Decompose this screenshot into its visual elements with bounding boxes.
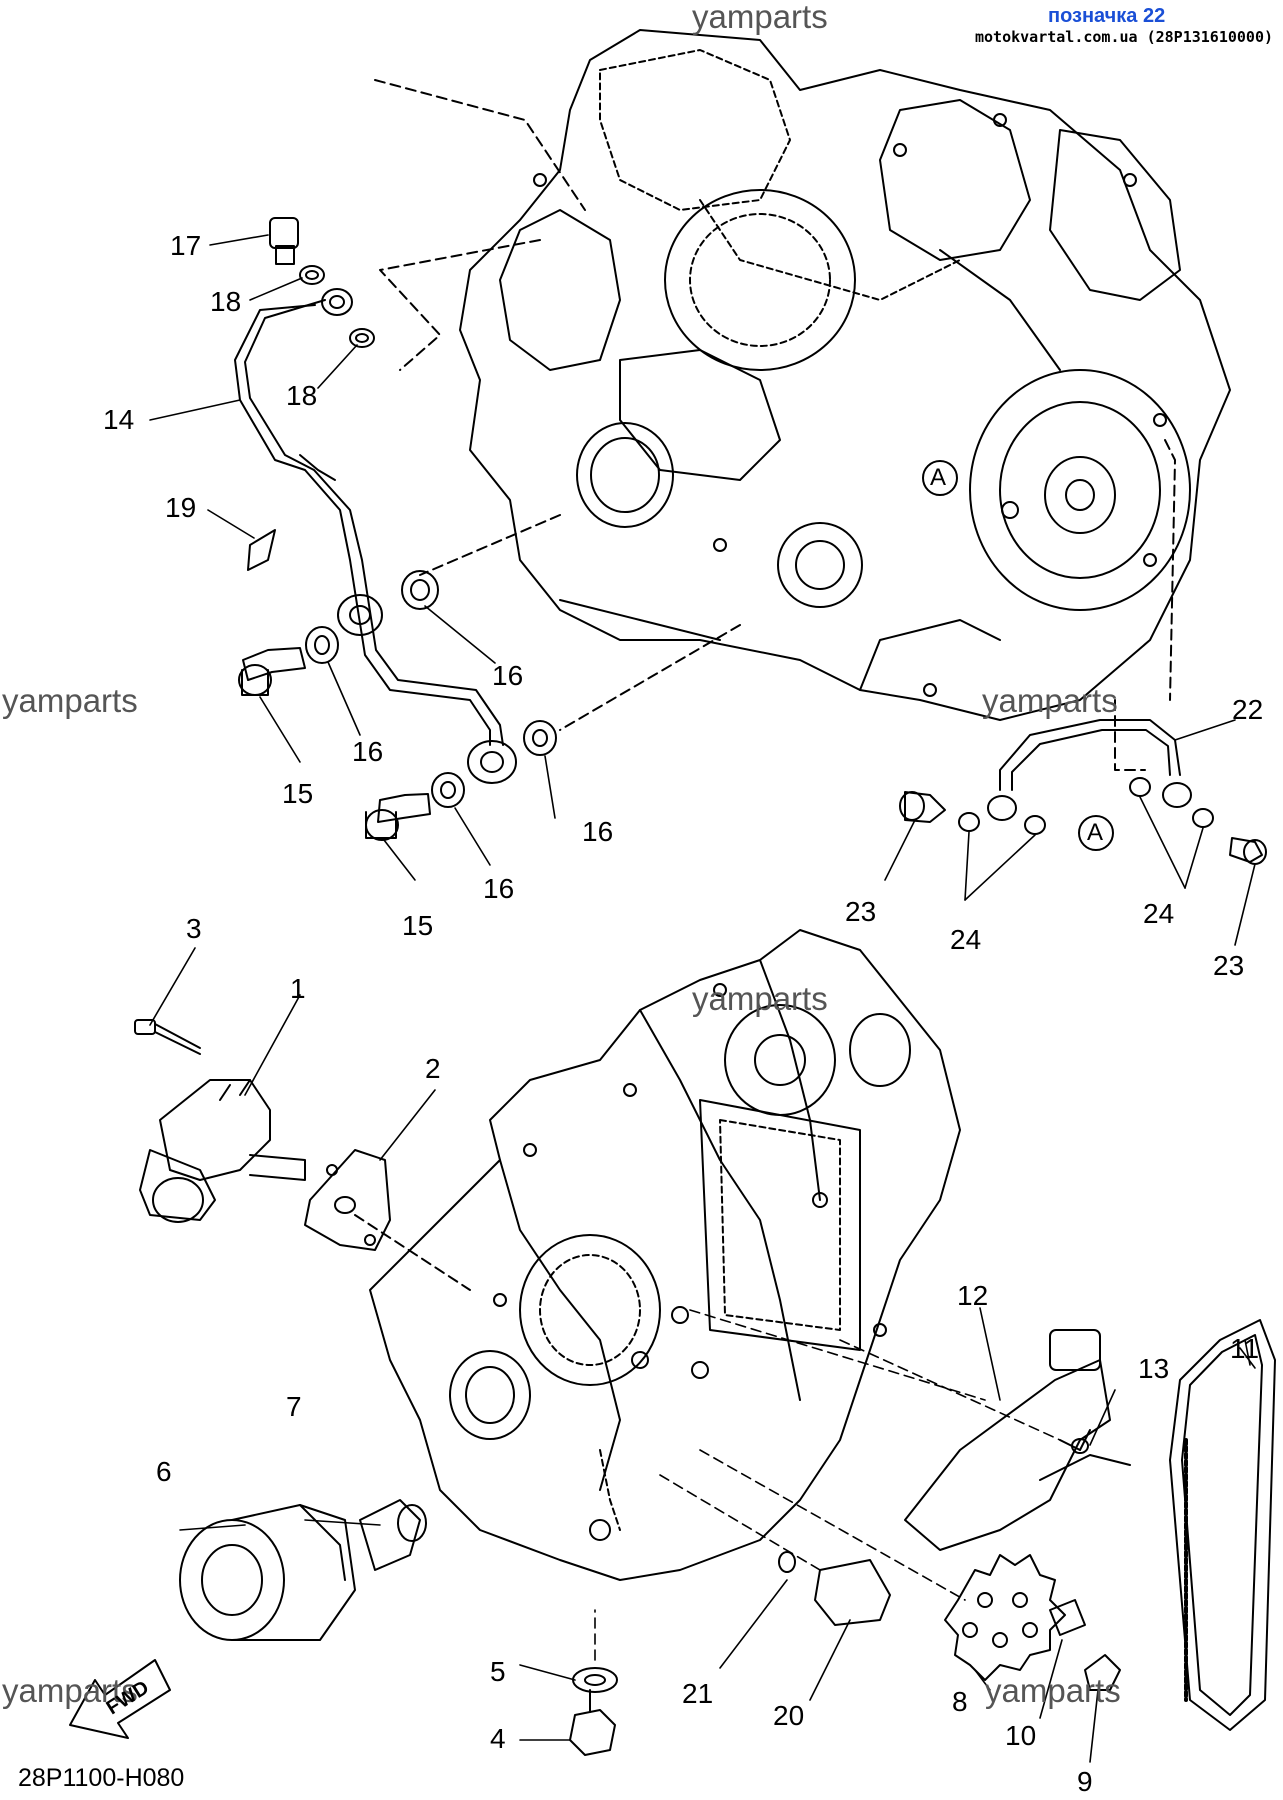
callout-12: 12	[957, 1280, 989, 1311]
callout-23: 23	[845, 896, 877, 927]
chain-drawing	[1169, 1319, 1276, 1731]
watermark: yamparts	[2, 682, 138, 719]
fwd-arrow	[69, 1659, 171, 1739]
watermark: yamparts	[985, 1672, 1121, 1709]
ref-marker-a: A	[1087, 819, 1104, 846]
callout-5: 5	[490, 1656, 506, 1687]
callout-22: 22	[1232, 694, 1264, 725]
oil-filter-drawing	[179, 1499, 427, 1641]
watermark: yamparts	[2, 1672, 138, 1709]
crankcase-drawing	[369, 929, 961, 1581]
watermark: yamparts	[692, 0, 828, 35]
fasteners-upper	[238, 570, 557, 841]
oil-pipe-1-drawing	[234, 79, 741, 784]
oil-pipe-2-drawing	[899, 439, 1267, 865]
diagram-code: 28P1100-H080	[18, 1764, 185, 1792]
watermark: yamparts	[982, 682, 1118, 719]
callout-18: 18	[286, 380, 318, 411]
pump-drive-parts-drawing	[569, 1551, 1121, 1756]
callout-7: 7	[286, 1391, 302, 1422]
upper-engine-drawing	[459, 29, 1231, 721]
callout-14: 14	[103, 404, 135, 435]
callout-10: 10	[1005, 1720, 1037, 1751]
callout-11: 11	[1230, 1333, 1260, 1364]
chain-guide-drawing	[904, 1329, 1131, 1551]
callout-15: 15	[402, 910, 434, 941]
callout-16: 16	[483, 873, 515, 904]
callout-18: 18	[210, 286, 242, 317]
leader-lines	[149, 234, 1256, 1763]
callout-9: 9	[1077, 1766, 1093, 1797]
ref-marker-a: A	[930, 464, 947, 491]
callout-16: 16	[492, 660, 524, 691]
callout-21: 21	[682, 1678, 714, 1709]
callout-24: 24	[1143, 898, 1175, 929]
gasket-drawing	[304, 1149, 471, 1291]
diagram-source-label: motokvartal.com.ua (28P131610000)	[975, 28, 1274, 46]
callout-23: 23	[1213, 950, 1245, 981]
callout-15: 15	[282, 778, 314, 809]
callout-3: 3	[186, 913, 202, 944]
watermark: yamparts	[692, 980, 828, 1017]
callout-20: 20	[773, 1700, 805, 1731]
callout-1: 1	[290, 973, 306, 1004]
callout-8: 8	[952, 1686, 968, 1717]
callout-16: 16	[352, 736, 384, 767]
diagram-tag-label: позначка 22	[1048, 5, 1166, 27]
callout-2: 2	[425, 1053, 441, 1084]
callout-16: 16	[582, 816, 614, 847]
callout-4: 4	[490, 1723, 506, 1754]
callout-24: 24	[950, 924, 982, 955]
callout-13: 13	[1138, 1353, 1170, 1384]
callout-19: 19	[165, 492, 197, 523]
callout-6: 6	[156, 1456, 172, 1487]
callout-17: 17	[170, 230, 202, 261]
oil-pump-drawing	[134, 1019, 306, 1223]
